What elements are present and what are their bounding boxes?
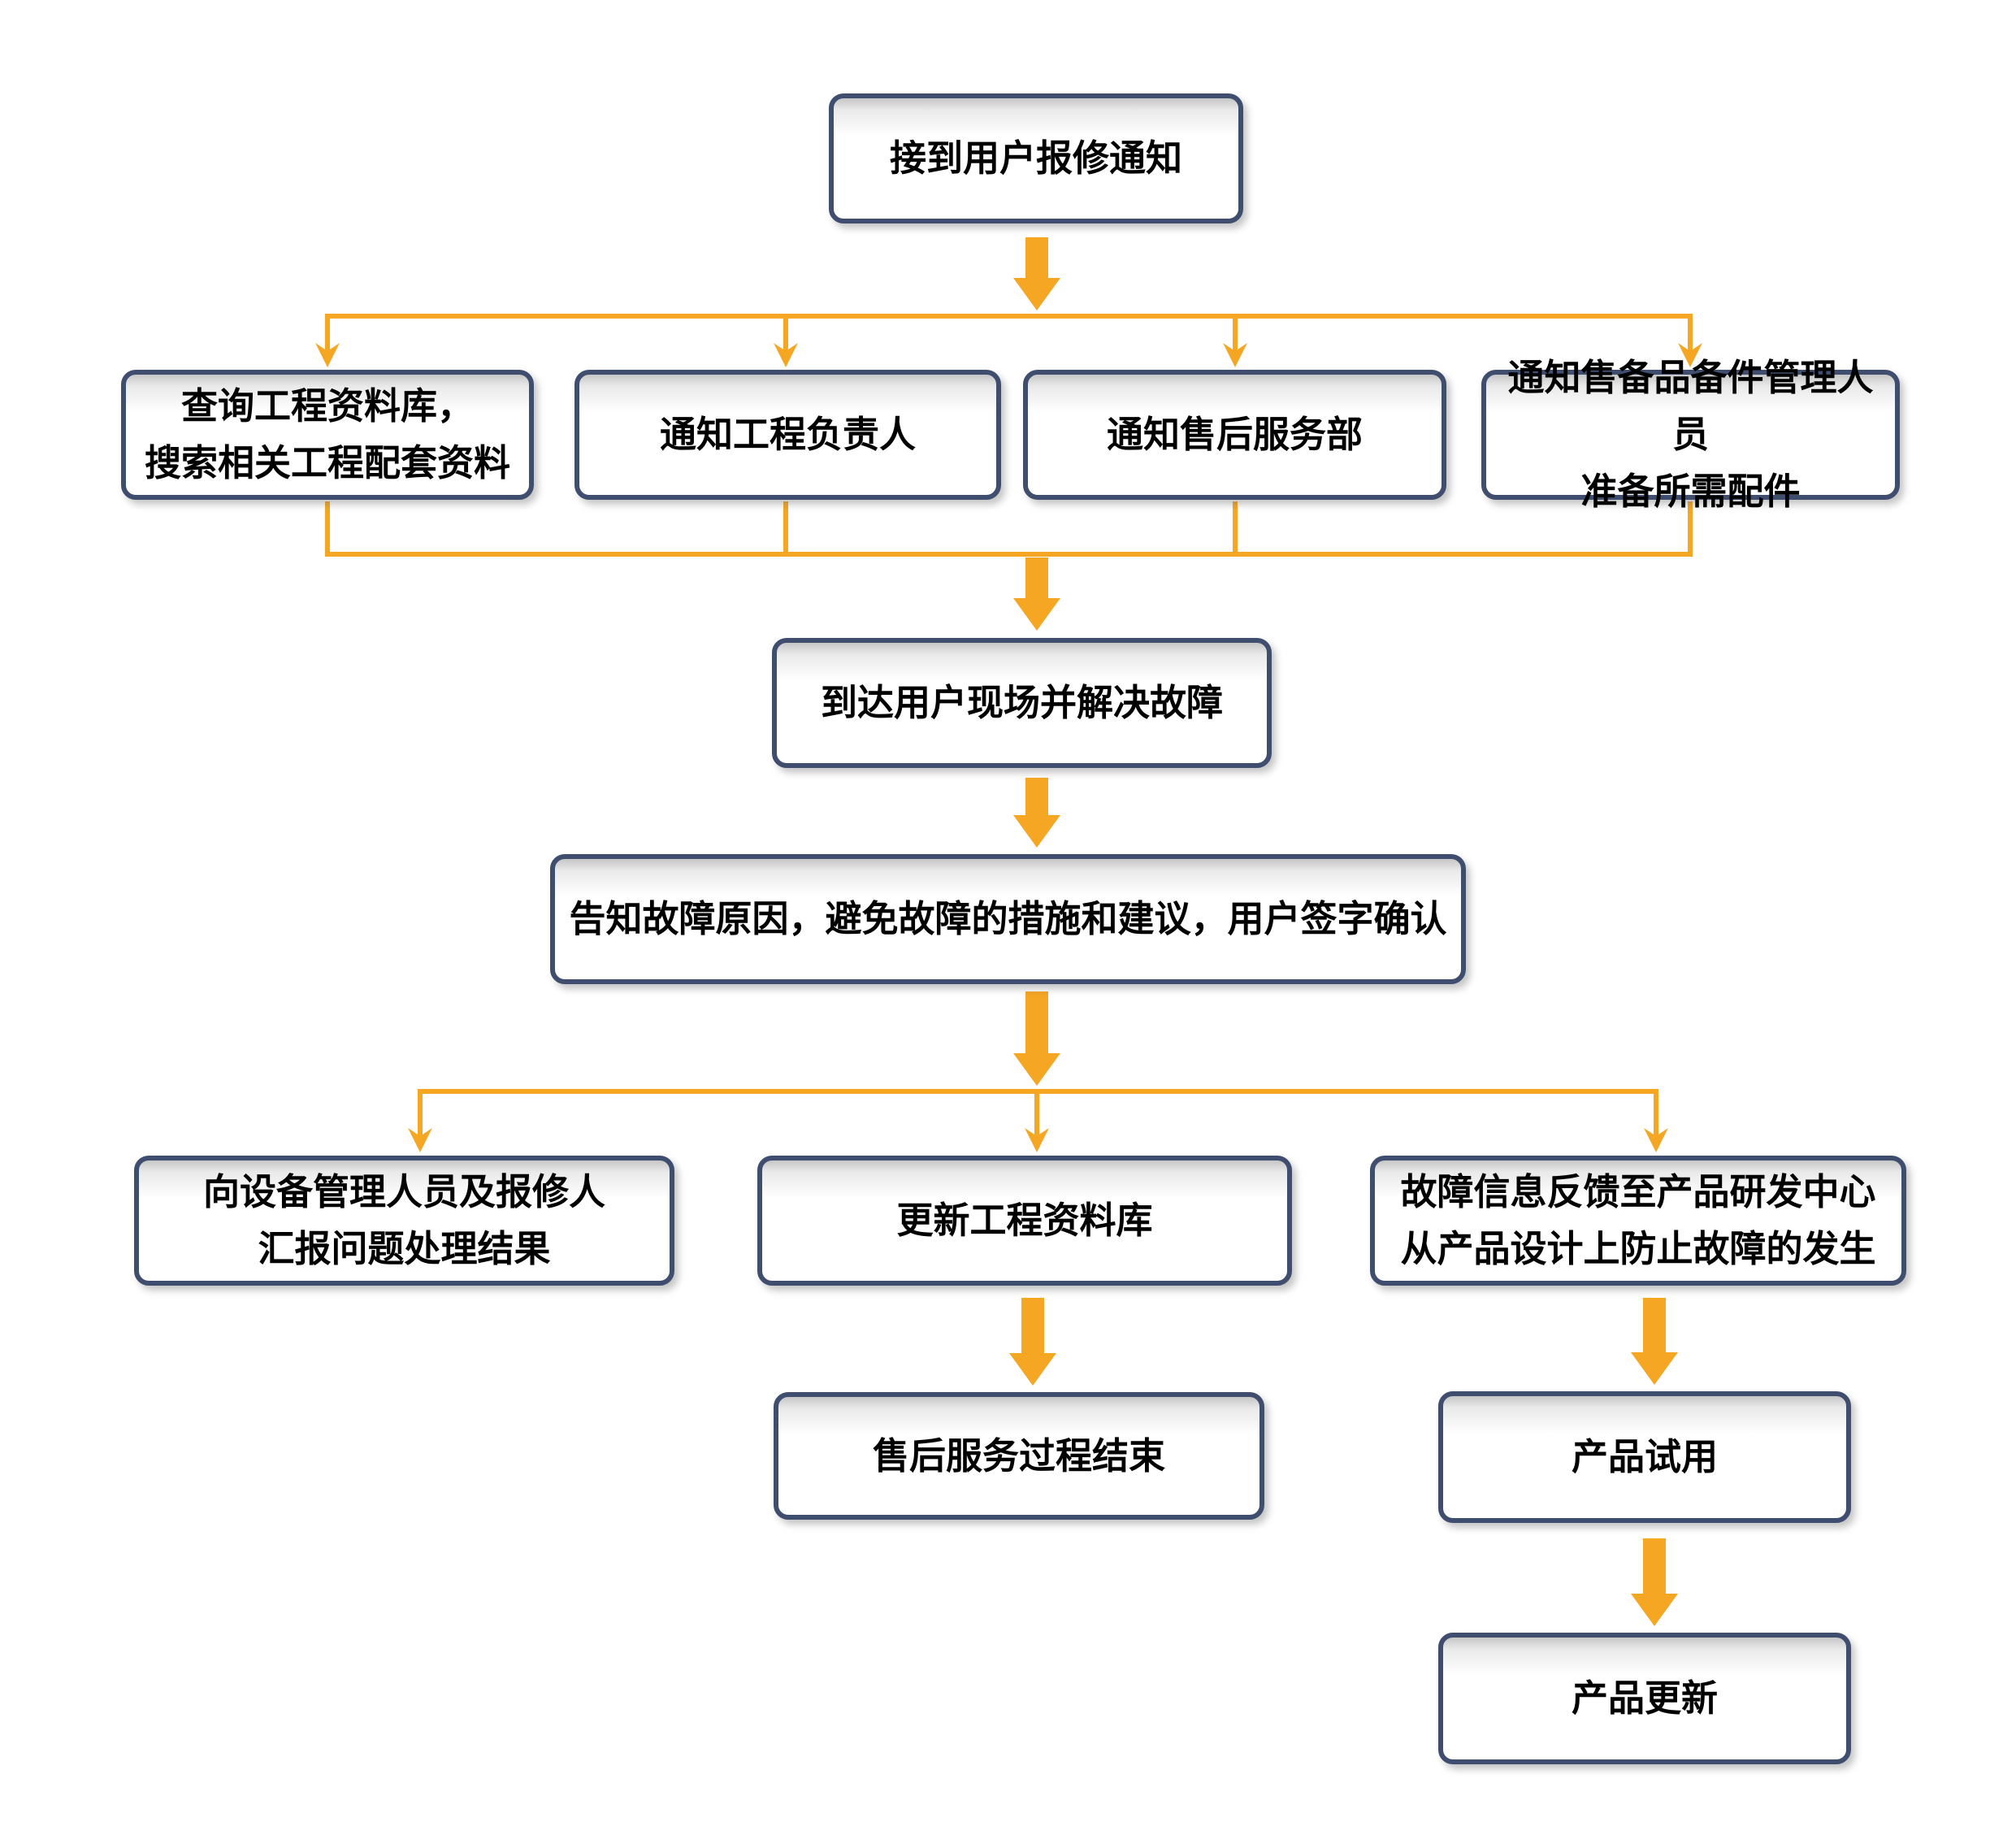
node-inform-cause-user-sign: 告知故障原因，避免故障的措施和建议，用户签字确认 [550,854,1466,984]
thick-arrow-trial-to-update [1631,1538,1678,1626]
node-product-trial: 产品试用 [1438,1391,1851,1523]
node-notify-project-leader: 通知工程负责人 [574,370,1001,500]
node-receive-repair-notice: 接到用户报修通知 [829,93,1243,223]
branch1-lines [325,314,1693,351]
node-product-update: 产品更新 [1438,1633,1851,1764]
node-aftersales-process-end: 售后服务过程结束 [774,1392,1264,1520]
thick-arrow-inform-to-branch2 [1013,991,1060,1086]
thick-arrow-arrive-to-inform [1013,778,1060,848]
branch2-arrowheads [408,1128,1668,1152]
thick-arrow-converge-to-arrive [1013,557,1060,631]
converge-lines [325,501,1693,557]
node-notify-aftersales-dept: 通知售后服务部 [1023,370,1446,500]
node-arrive-onsite-fix-fault: 到达用户现场并解决故障 [772,638,1272,768]
branch1-arrowheads [315,343,1702,367]
thick-arrow-feedback-to-trial [1631,1298,1678,1385]
thick-arrow-receive-to-branch [1013,237,1060,310]
node-feedback-to-rd-center: 故障信息反馈至产品研发中心 从产品设计上防止故障的发生 [1370,1156,1906,1286]
branch2-lines [418,1089,1658,1136]
node-query-engineering-database: 查询工程资料库， 搜索相关工程配套资料 [121,370,534,500]
node-report-result-to-managers: 向设备管理人员及报修人 汇报问题处理结果 [134,1156,674,1286]
thick-arrow-updatedb-to-serviceend [1009,1298,1056,1386]
node-update-engineering-database: 更新工程资料库 [757,1156,1292,1286]
node-notify-spareparts-manager: 通知售备品备件管理人员 准备所需配件 [1481,357,1900,512]
